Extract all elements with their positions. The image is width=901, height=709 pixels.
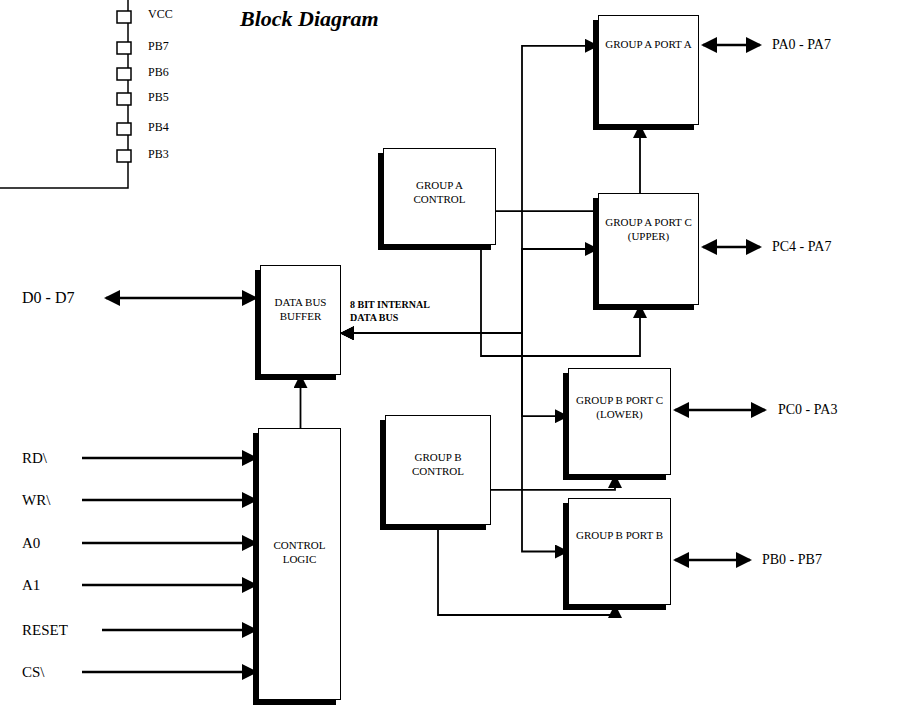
port-pins: PC4 - PA7 — [772, 238, 831, 256]
bus-connector — [341, 333, 568, 416]
bus-name: D0 - D7 — [22, 288, 74, 309]
bus-connector — [341, 249, 598, 333]
signal-name: RESET — [22, 621, 68, 641]
buffer-box: DATA BUS BUFFER — [260, 265, 341, 375]
port-box: GROUP B PORT B — [568, 498, 671, 605]
port-pins: PC0 - PA3 — [778, 401, 837, 419]
block-label: GROUP A PORT A — [599, 38, 698, 52]
pin-name: PB7 — [148, 39, 169, 55]
bus-connector — [300, 375, 302, 428]
signal-name: RD\ — [22, 449, 47, 469]
signal-name: A1 — [22, 576, 40, 596]
block-label: GROUP A PORT C (UPPER) — [599, 216, 698, 244]
chip-pins — [117, 11, 131, 162]
pin-name: PB3 — [148, 147, 169, 163]
signal-name: CS\ — [22, 663, 45, 683]
signal-name: WR\ — [22, 491, 50, 511]
block-label: GROUP B PORT B — [569, 529, 670, 543]
control-box: GROUP B CONTROL — [385, 415, 491, 525]
chip-outline — [0, 0, 128, 188]
bus-connector — [341, 333, 568, 551]
port-box: GROUP B PORT C (LOWER) — [568, 368, 671, 475]
control-logic-box: CONTROL LOGIC — [258, 428, 341, 700]
control-box: GROUP A CONTROL — [383, 148, 496, 245]
pin-name: PB4 — [148, 120, 169, 136]
block-label: GROUP B PORT C (LOWER) — [569, 394, 670, 422]
diagram-title: Block Diagram — [240, 6, 379, 32]
port-pins: PB0 - PB7 — [762, 551, 822, 569]
block-label: GROUP B CONTROL — [386, 451, 490, 479]
pin-name: PB6 — [148, 65, 169, 81]
pin-name: PB5 — [148, 90, 169, 106]
block-label: GROUP A CONTROL — [384, 179, 495, 207]
port-box: GROUP A PORT A — [598, 15, 699, 125]
signal-arrows — [82, 45, 765, 672]
pin-name: VCC — [148, 7, 173, 23]
signal-name: A0 — [22, 534, 40, 554]
port-box: GROUP A PORT C (UPPER) — [598, 193, 699, 305]
block-label: CONTROL LOGIC — [259, 539, 340, 567]
bus-connector — [491, 475, 615, 490]
bus-connector — [341, 46, 598, 333]
bus-label: 8 BIT INTERNAL DATA BUS — [350, 298, 455, 324]
block-label: DATA BUS BUFFER — [261, 296, 340, 324]
port-pins: PA0 - PA7 — [772, 36, 831, 54]
